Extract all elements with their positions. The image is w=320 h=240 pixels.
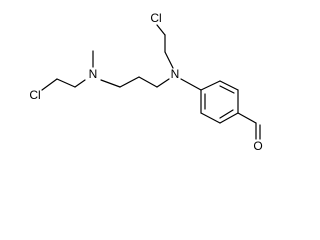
ring-double-bond-1 <box>219 85 235 94</box>
ring-bond-2 <box>219 80 239 91</box>
atom-n-methyl: N <box>89 67 98 81</box>
ring-bond-4 <box>219 112 239 124</box>
atom-n-aryl: N <box>171 67 180 81</box>
atom-labels: Cl N N Cl O <box>29 11 262 153</box>
ring-bond-5 <box>200 112 221 124</box>
bond-lines <box>41 24 261 140</box>
bond-propyl-n <box>100 79 121 88</box>
bond-ch2-ch2-left <box>56 78 76 88</box>
atom-cl-left: Cl <box>29 88 40 102</box>
atom-o-aldehyde: O <box>253 139 262 153</box>
bond-propyl-2 <box>138 76 158 88</box>
ring-bond-1 <box>200 80 221 91</box>
atom-cl-top: Cl <box>150 11 161 25</box>
bond-n-ch2-left <box>74 79 86 88</box>
bond-n-propyl-1 <box>156 78 170 88</box>
chemical-structure-diagram: Cl N N Cl O <box>29 11 262 153</box>
bond-ring-cho <box>237 112 257 124</box>
bond-propyl-3 <box>119 76 140 88</box>
bond-n-ring <box>180 78 202 91</box>
bond-ch2-cl-left <box>41 78 58 91</box>
ring-double-bond-2 <box>219 109 234 119</box>
bond-cl-ch2-top <box>156 24 166 36</box>
bond-ch2-n-top <box>164 51 174 69</box>
